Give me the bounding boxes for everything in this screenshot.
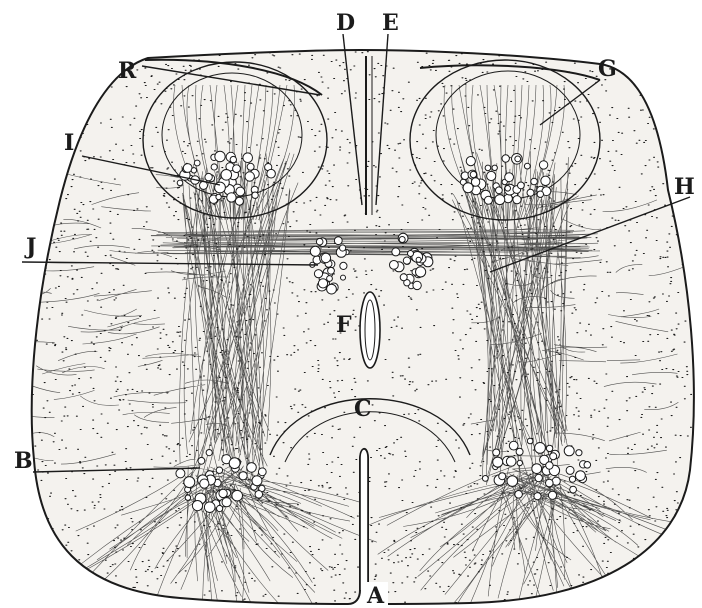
label-E: E [382, 10, 399, 36]
central-canal [360, 292, 380, 368]
label-C: C [354, 396, 372, 422]
label-J: J [24, 234, 36, 260]
label-A: A [366, 583, 385, 608]
label-B: B [14, 448, 33, 474]
anterior-fissure [360, 449, 368, 590]
label-H: H [674, 174, 695, 200]
label-D: D [336, 10, 355, 36]
label-R: R [118, 58, 137, 84]
label-I: I [64, 130, 74, 156]
label-G: G [598, 56, 617, 82]
label-F: F [336, 312, 352, 338]
